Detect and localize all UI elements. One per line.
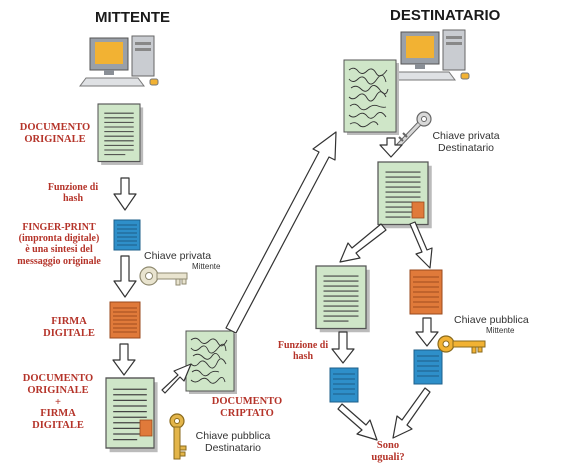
- recipient-private-key-label: Chiave privata Destinatario: [432, 130, 500, 155]
- decrypted-signed-document-icon: [377, 161, 432, 229]
- sender-private-key-icon: [139, 266, 188, 286]
- fingerprint-label: FINGER-PRINT (impronta digitale) è una s…: [17, 222, 101, 267]
- arrow-hash-to-key: [113, 255, 137, 298]
- arrow-encrypted-to-receiver: [225, 131, 337, 334]
- arrow-split-right: [409, 221, 433, 269]
- digital-signature-icon: [109, 301, 141, 339]
- arrow-split-left: [339, 223, 387, 263]
- arrow-right-to-compare: [392, 387, 431, 439]
- sender-private-key-label: Chiave privata Mittente: [144, 250, 221, 272]
- original-document-icon: [97, 103, 144, 165]
- sender-public-key-icon: [437, 335, 486, 354]
- computed-hash-icon: [329, 367, 359, 403]
- arrow-doc-to-hash-receiver: [331, 331, 355, 364]
- sender-public-key-label: Chiave pubblica Mittente: [454, 314, 529, 336]
- receiver-title: DESTINATARIO: [390, 7, 501, 24]
- encrypted-document-icon: [185, 330, 237, 394]
- recipient-public-key-label: Chiave pubblica Destinatario: [195, 430, 271, 455]
- extracted-signature-icon: [409, 269, 443, 315]
- fingerprint-hash-icon: [113, 219, 141, 251]
- arrow-receiver-decrypt: [379, 137, 403, 158]
- arrow-sig-to-hash-receiver: [415, 317, 439, 347]
- recipient-private-key-icon: [396, 111, 432, 148]
- arrow-doc-to-hash: [113, 177, 137, 211]
- decrypted-hash-icon: [413, 349, 443, 385]
- arrow-signed-to-encrypted: [161, 363, 192, 394]
- received-encrypted-document-icon: [343, 59, 399, 135]
- arrow-left-to-compare: [337, 403, 378, 441]
- arrow-key-to-signature: [112, 343, 136, 376]
- sender-title: MITTENTE: [95, 9, 170, 26]
- sender-computer-icon: [79, 35, 159, 87]
- signed-document-icon: [105, 377, 158, 453]
- receiver-computer-icon: [390, 29, 470, 81]
- recipient-public-key-icon: [169, 413, 187, 460]
- extracted-document-icon: [315, 265, 370, 333]
- signed-document-label: DOCUMENTO ORIGINALE + FIRMA DIGITALE: [22, 373, 94, 431]
